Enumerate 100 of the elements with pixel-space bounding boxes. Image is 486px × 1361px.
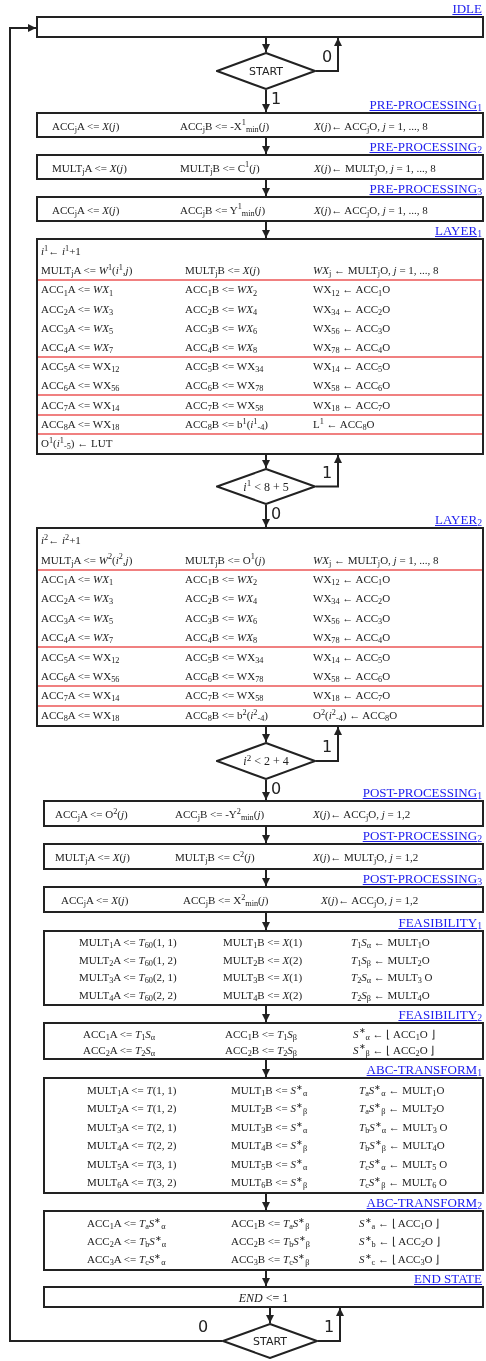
arrow: [317, 1307, 344, 1342]
arrow: [262, 221, 270, 239]
assignment-text: MULT$_{j}$A <= W$^{2}$(i$^{2}$,j): [41, 554, 133, 566]
assignment-text: ACC$_{2}$B <= WX$_{4}$: [185, 593, 257, 605]
assignment-text: MULT$_{3}$A <= T$_{60}$(2, 1): [79, 972, 177, 984]
assignment-text: ACC$_{4}$A <= WX$_{7}$: [41, 342, 113, 353]
assignment-text: ACC$_{6}$B <= WX$_{78}$: [185, 671, 264, 682]
assignment-text: T$_{1}$S$_{β}$ ← MULT$_{2}$O: [351, 954, 430, 966]
edge-label: 1: [271, 91, 282, 107]
state-label: ABC-TRANSFORM$_{1}$: [366, 1064, 482, 1079]
assignment-text: MULT$_{j}$A <= X(j): [55, 852, 130, 863]
state-label: POST-PROCESSING$_{2}$: [362, 830, 482, 845]
assignment-text: ACC$_{7}$A <= WX$_{14}$: [41, 399, 120, 411]
assignment-text: ACC$_{5}$A <= WX$_{12}$: [41, 651, 120, 663]
arrow: [262, 1270, 270, 1287]
assignment-text: ACC$_{8}$B <= b$^{2}$(i$^{2}$$_{-4}$): [185, 709, 269, 721]
state-label: IDLE: [452, 3, 482, 18]
assignment-text: MULT$_{4}$A <= T$_{60}$(2, 2): [79, 989, 177, 1001]
assignment-text: MULT$_{5}$A <= T(3, 1): [87, 1158, 177, 1170]
assignment-text: X(j)← MULT$_{j}$O, j = 1,2: [313, 852, 419, 863]
assignment-text: ACC$_{j}$A <= X(j): [52, 120, 120, 132]
state-label: PRE-PROCESSING$_{1}$: [369, 99, 482, 114]
assignment-text: MULT$_{1}$A <= T$_{60}$(1, 1): [79, 937, 177, 949]
assignment-text: X(j)← MULT$_{j}$O, j = 1, ..., 8: [314, 162, 436, 174]
arrow: [262, 1193, 270, 1211]
assignment-text: i$^{2}$← i$^{2}$+1: [41, 535, 81, 547]
assignment-text: WX$_{14}$ ← ACC$_{5}$O: [313, 361, 391, 373]
assignment-text: MULT$_{2}$B <= X(2): [223, 954, 303, 966]
assignment-text: WX$_{58}$ ← ACC$_{6}$O: [313, 671, 391, 682]
assignment-text: ACC$_{6}$A <= WX$_{56}$: [41, 380, 120, 392]
assignment-text: ACC$_{j}$A <= X(j): [61, 895, 129, 906]
assignment-text: ACC$_{6}$A <= WX$_{56}$: [41, 671, 120, 682]
assignment-text: S$^{∗}$$_{α}$ ← ⌊ ACC$_{1}$O ⌋: [353, 1028, 435, 1040]
assignment-text: ACC$_{j}$B <= -X$^{1}$$_{min}$(j): [180, 120, 270, 132]
arrow: [262, 912, 270, 931]
assignment-text: ACC$_{j}$B <= -Y$^{2}$$_{min}$(j): [175, 809, 265, 820]
arrow: [315, 726, 342, 762]
assignment-text: ACC$_{8}$A <= WX$_{18}$: [41, 418, 120, 430]
assignment-text: END <= 1: [238, 1292, 289, 1304]
decision-diamond: [216, 52, 316, 90]
edge-label: 0: [198, 1319, 209, 1335]
assignment-text: ACC$_{2}$B <= T$_{2}$S$_{β}$: [225, 1044, 297, 1056]
arrow: [315, 37, 342, 72]
assignment-text: L$^{1}$ ← ACC$_{8}$O: [313, 418, 375, 430]
arrow: [262, 179, 270, 197]
arrow: [262, 1005, 270, 1023]
decision-diamond: [222, 1323, 318, 1359]
assignment-text: WX$_{58}$ ← ACC$_{6}$O: [313, 380, 391, 392]
assignment-text: MULT$_{j}$B <= O$^{1}$(j): [185, 554, 266, 566]
state-label: ABC-TRANSFORM$_{2}$: [366, 1197, 482, 1212]
edge-label: 1: [324, 1319, 335, 1335]
assignment-text: MULT$_{1}$A <= T(1, 1): [87, 1084, 177, 1096]
arrow: [262, 454, 270, 469]
assignment-text: MULT$_{3}$A <= T(2, 1): [87, 1121, 177, 1133]
arrow: [262, 504, 270, 528]
assignment-text: ACC$_{4}$B <= WX$_{8}$: [185, 342, 257, 353]
assignment-text: ACC$_{j}$A <= X(j): [52, 204, 120, 216]
state-label: PRE-PROCESSING$_{3}$: [369, 183, 482, 198]
arrow: [262, 1059, 270, 1078]
assignment-text: MULT$_{2}$A <= T(1, 2): [87, 1103, 177, 1115]
assignment-text: S$^{∗}$$_{b}$ ← ⌊ ACC$_{2}$O ⌋: [359, 1236, 440, 1247]
assignment-text: O$^{1}$(i$^{1}$$_{-5}$) ← LUT: [41, 437, 113, 449]
assignment-text: ACC$_{6}$B <= WX$_{78}$: [185, 380, 264, 392]
condition-text: i$^{2}$ < 2 + 4: [243, 755, 289, 767]
assignment-text: ACC$_{j}$B <= X$^{2}$$_{min}$(j): [183, 895, 269, 906]
decision-diamond: [216, 742, 316, 780]
assignment-text: ACC$_{3}$B <= WX$_{6}$: [185, 322, 257, 334]
state-label: FEASIBILITY$_{1}$: [398, 917, 482, 932]
assignment-text: MULT$_{j}$B <= X(j): [185, 265, 260, 277]
assignment-text: WX$_{14}$ ← ACC$_{5}$O: [313, 651, 391, 663]
decision-diamond: [216, 468, 316, 505]
state-label: POST-PROCESSING$_{3}$: [362, 873, 482, 888]
assignment-text: T$_{2}$S$_{α}$ ← MULT$_{3}$ O: [351, 972, 433, 984]
assignment-text: T$_{1}$S$_{α}$ ← MULT$_{1}$O: [351, 937, 430, 949]
assignment-text: ACC$_{2}$B <= WX$_{4}$: [185, 303, 257, 315]
state-label: LAYER$_{2}$: [435, 514, 482, 529]
edge-label: 1: [322, 739, 333, 755]
assignment-text: T$_{b}$S$^{∗}$$_{α}$ ← MULT$_{3}$ O: [359, 1121, 448, 1133]
assignment-text: ACC$_{4}$B <= WX$_{8}$: [185, 632, 257, 644]
assignment-text: ACC$_{8}$A <= WX$_{18}$: [41, 709, 120, 721]
state-label: FEASIBILITY$_{2}$: [398, 1009, 482, 1024]
arrow: [266, 1307, 274, 1324]
assignment-text: ACC$_{7}$B <= WX$_{58}$: [185, 399, 264, 411]
assignment-text: ACC$_{5}$B <= WX$_{34}$: [185, 651, 264, 663]
assignment-text: MULT$_{j}$B <= C$^{2}$(j): [175, 852, 255, 863]
assignment-text: WX$_{j}$ ← MULT$_{j}$O, j = 1, ..., 8: [313, 265, 439, 277]
condition-text: START: [253, 1335, 287, 1347]
edge-label: 0: [271, 781, 282, 797]
assignment-text: T$_{b}$S$^{∗}$$_{β}$ ← MULT$_{4}$O: [359, 1140, 445, 1152]
assignment-text: ACC$_{7}$B <= WX$_{58}$: [185, 690, 264, 702]
assignment-text: ACC$_{1}$B <= WX$_{2}$: [185, 284, 257, 296]
assignment-text: ACC$_{5}$B <= WX$_{34}$: [185, 361, 264, 373]
assignment-text: MULT$_{j}$A <= X(j): [52, 162, 127, 174]
state-label: POST-PROCESSING$_{1}$: [362, 787, 482, 802]
assignment-text: MULT$_{3}$B <= X(1): [223, 972, 303, 984]
assignment-text: WX$_{34}$ ← ACC$_{2}$O: [313, 303, 391, 315]
assignment-text: ACC$_{7}$A <= WX$_{14}$: [41, 690, 120, 702]
assignment-text: S$^{∗}$$_{c}$ ← ⌊ ACC$_{3}$O ⌋: [359, 1254, 440, 1266]
state-label: PRE-PROCESSING$_{2}$: [369, 141, 482, 156]
assignment-text: ACC$_{2}$A <= T$_{2}$S$_{α}$: [83, 1044, 156, 1056]
